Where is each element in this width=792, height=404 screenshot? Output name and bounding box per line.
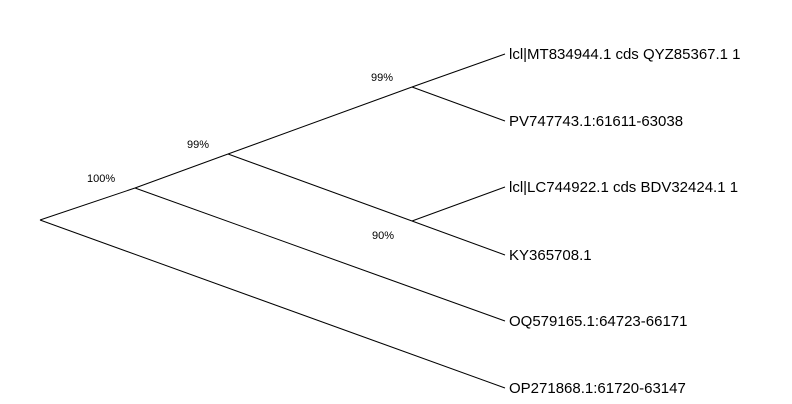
leaf-label-oq579165: OQ579165.1:64723-66171 [509,313,687,330]
branches [39,53,506,389]
branch-to-oq579165 [134,187,506,322]
branch-to-ky365708 [411,220,506,256]
leaf-label-ky365708: KY365708.1 [509,247,592,264]
support-labels: 100% 99% 99% 90% [87,72,394,242]
leaf-label-pv747743: PV747743.1:61611-63038 [509,113,683,130]
branch-to-lc-ky-clade [227,153,413,222]
leaf-label-lc744922: lcl|LC744922.1 cds BDV32424.1 1 [509,179,738,196]
support-label-root: 100% [87,173,115,185]
branch-to-inner-clade [134,153,229,189]
branch-root-to-op271868 [39,219,506,389]
branch-to-mt834944 [411,53,506,88]
branch-root-upper [39,187,136,221]
support-label-inner-clade: 99% [187,139,209,151]
leaf-labels: lcl|MT834944.1 cds QYZ85367.1 1 PV747743… [509,46,741,397]
support-label-mt-pv-clade: 99% [371,72,393,84]
leaf-label-mt834944: lcl|MT834944.1 cds QYZ85367.1 1 [509,46,741,63]
leaf-label-op271868: OP271868.1:61720-63147 [509,380,686,397]
branch-to-lc744922 [411,186,506,222]
branch-to-pv747743 [411,86,506,122]
branch-to-mt-pv-clade [227,86,413,155]
support-label-lc-ky-clade: 90% [372,230,394,242]
